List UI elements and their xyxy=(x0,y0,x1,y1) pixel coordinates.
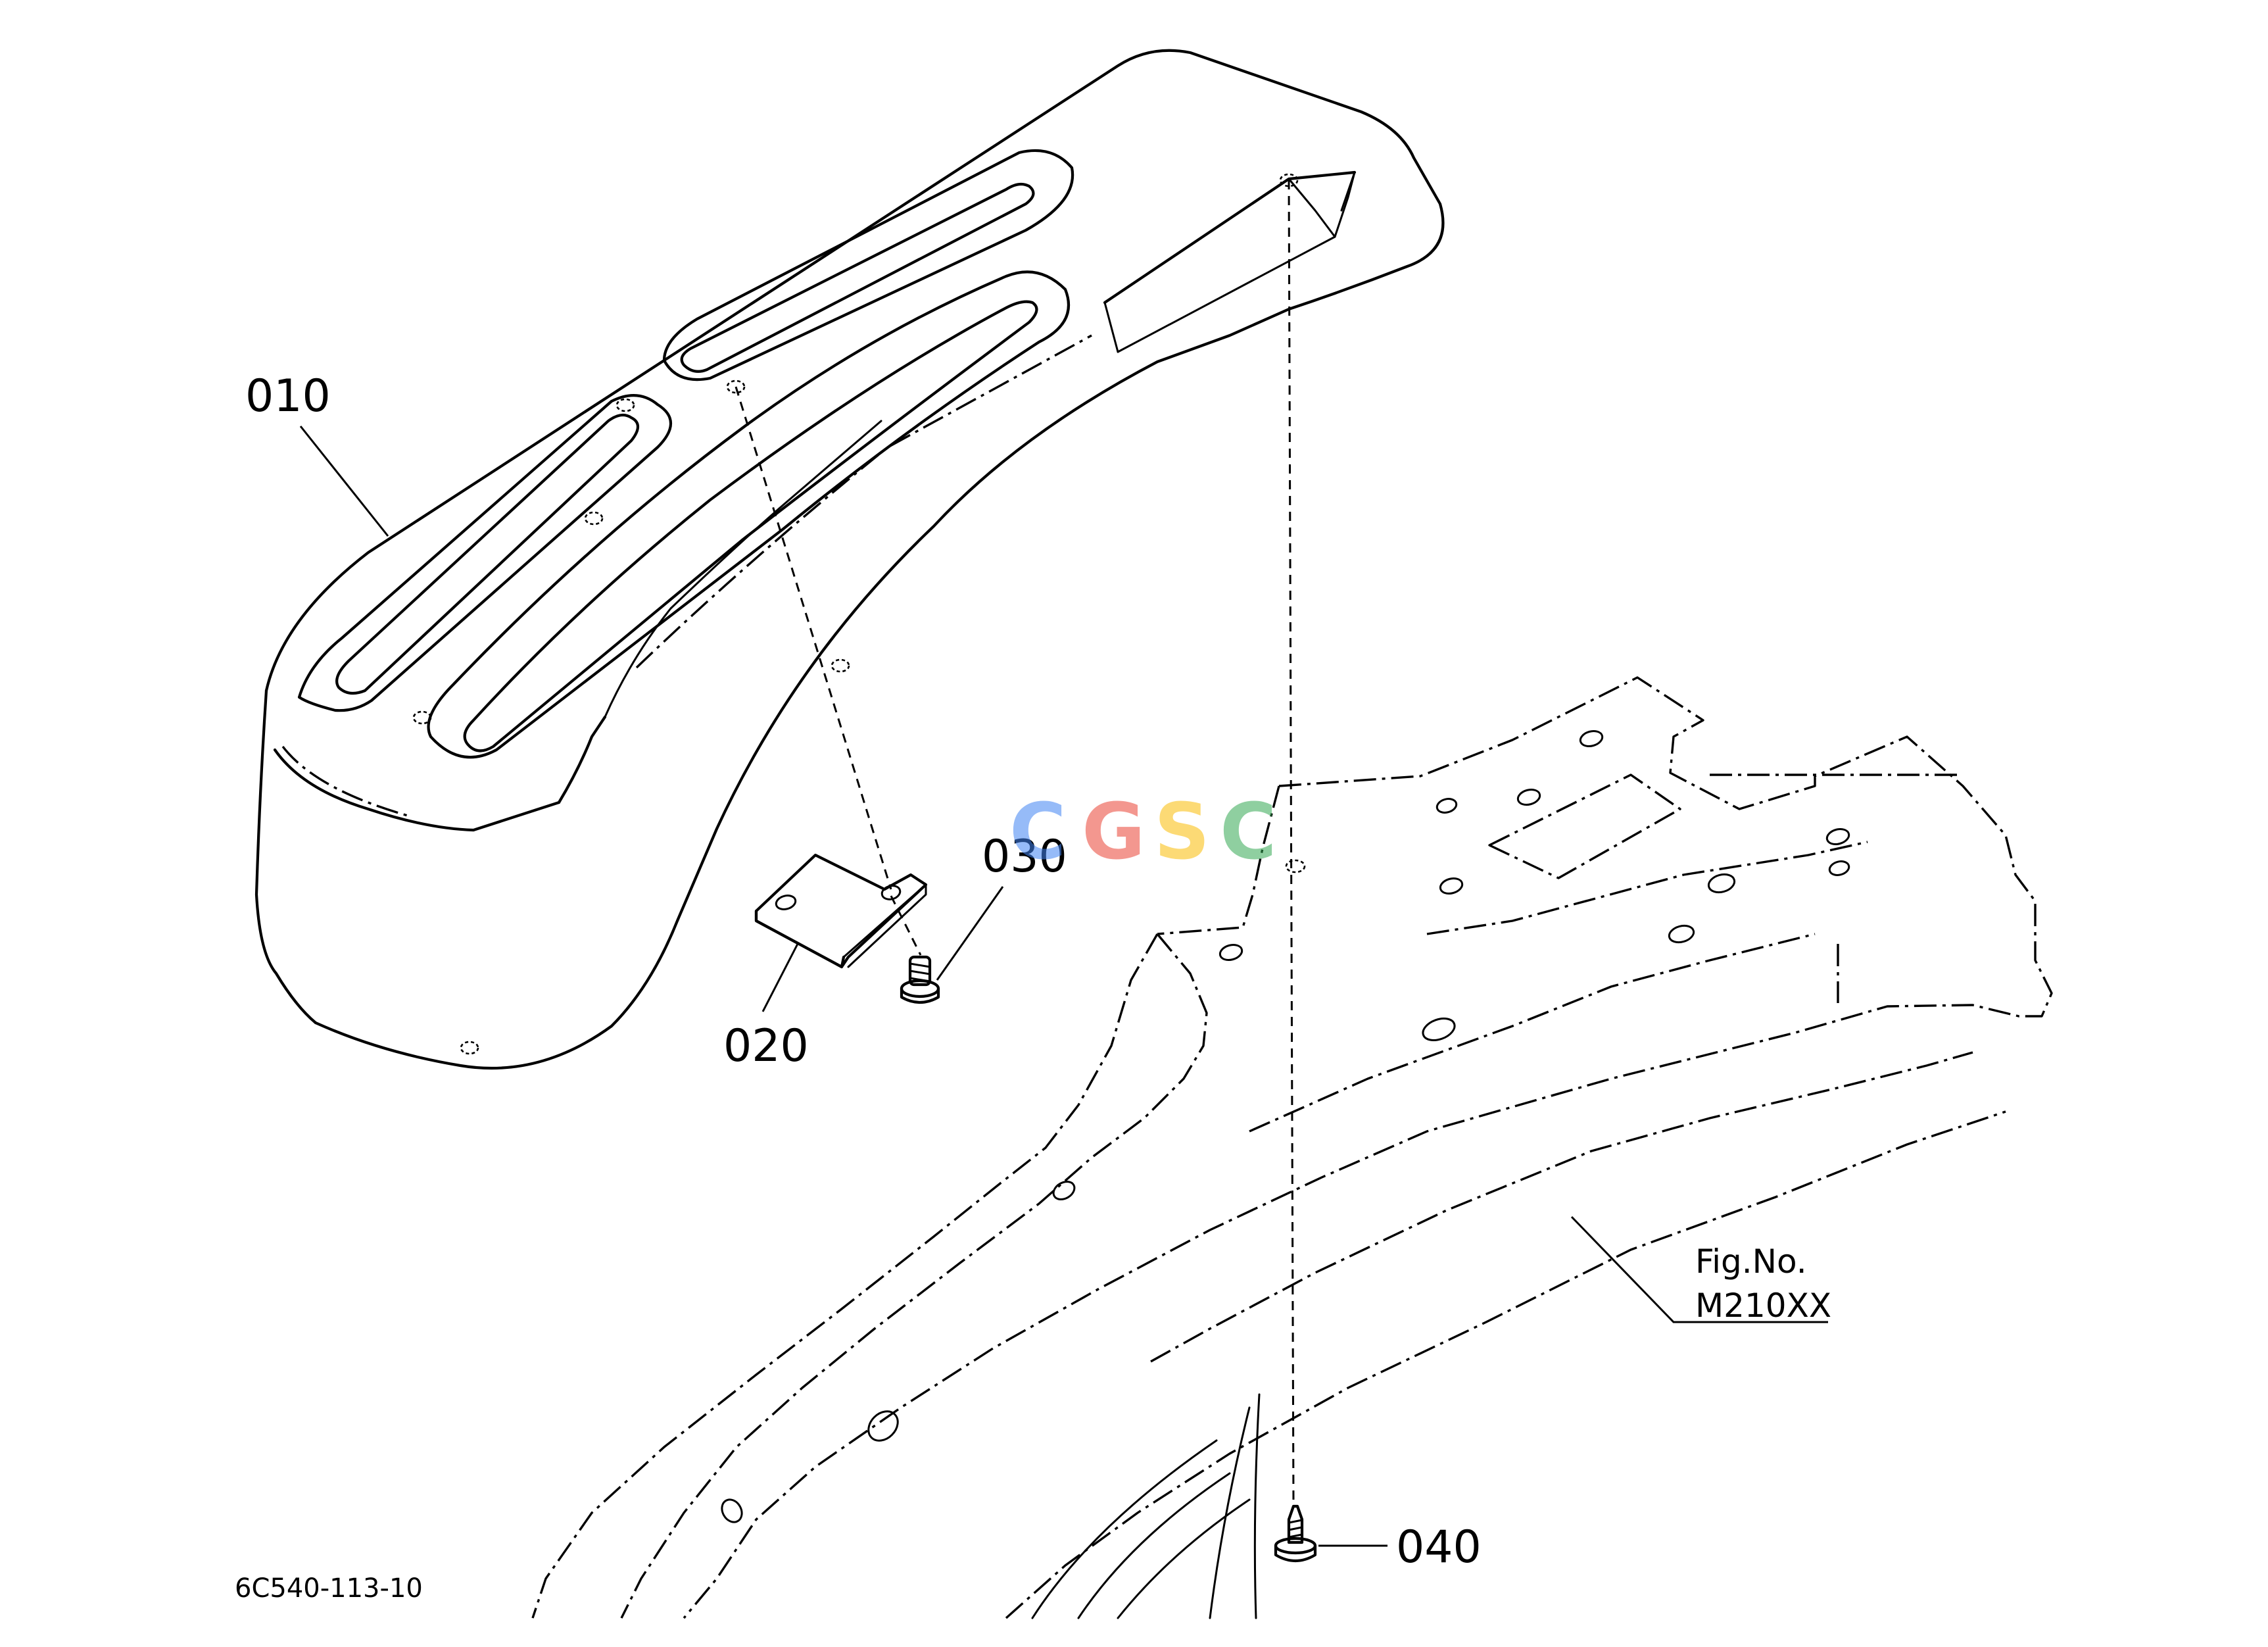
watermark-letter: S xyxy=(1154,786,1210,877)
drawing-code: 6C540-113-10 xyxy=(235,1573,423,1604)
watermark-logo: C G S C xyxy=(1009,786,1277,877)
assembly-lines xyxy=(735,180,1295,1506)
watermark-letter: C xyxy=(1009,786,1067,877)
bolt-part-030 xyxy=(900,955,940,1004)
callout-040: 040 xyxy=(1396,1521,1482,1573)
callout-010: 010 xyxy=(245,370,331,422)
watermark-letter: C xyxy=(1220,786,1277,877)
fender-frame-outline xyxy=(531,676,2053,1619)
watermark-letter: G xyxy=(1082,786,1146,877)
leader-lines xyxy=(299,426,1828,1547)
callout-030: 030 xyxy=(982,831,1067,883)
figure-ref-number: M210XX xyxy=(1695,1287,1831,1325)
bracket-part-020 xyxy=(754,853,928,969)
callout-020: 020 xyxy=(723,1020,809,1072)
figure-ref-label: Fig.No. xyxy=(1695,1242,1807,1281)
screw-part-040 xyxy=(1274,1504,1317,1562)
fender-part-010 xyxy=(254,49,1445,1070)
